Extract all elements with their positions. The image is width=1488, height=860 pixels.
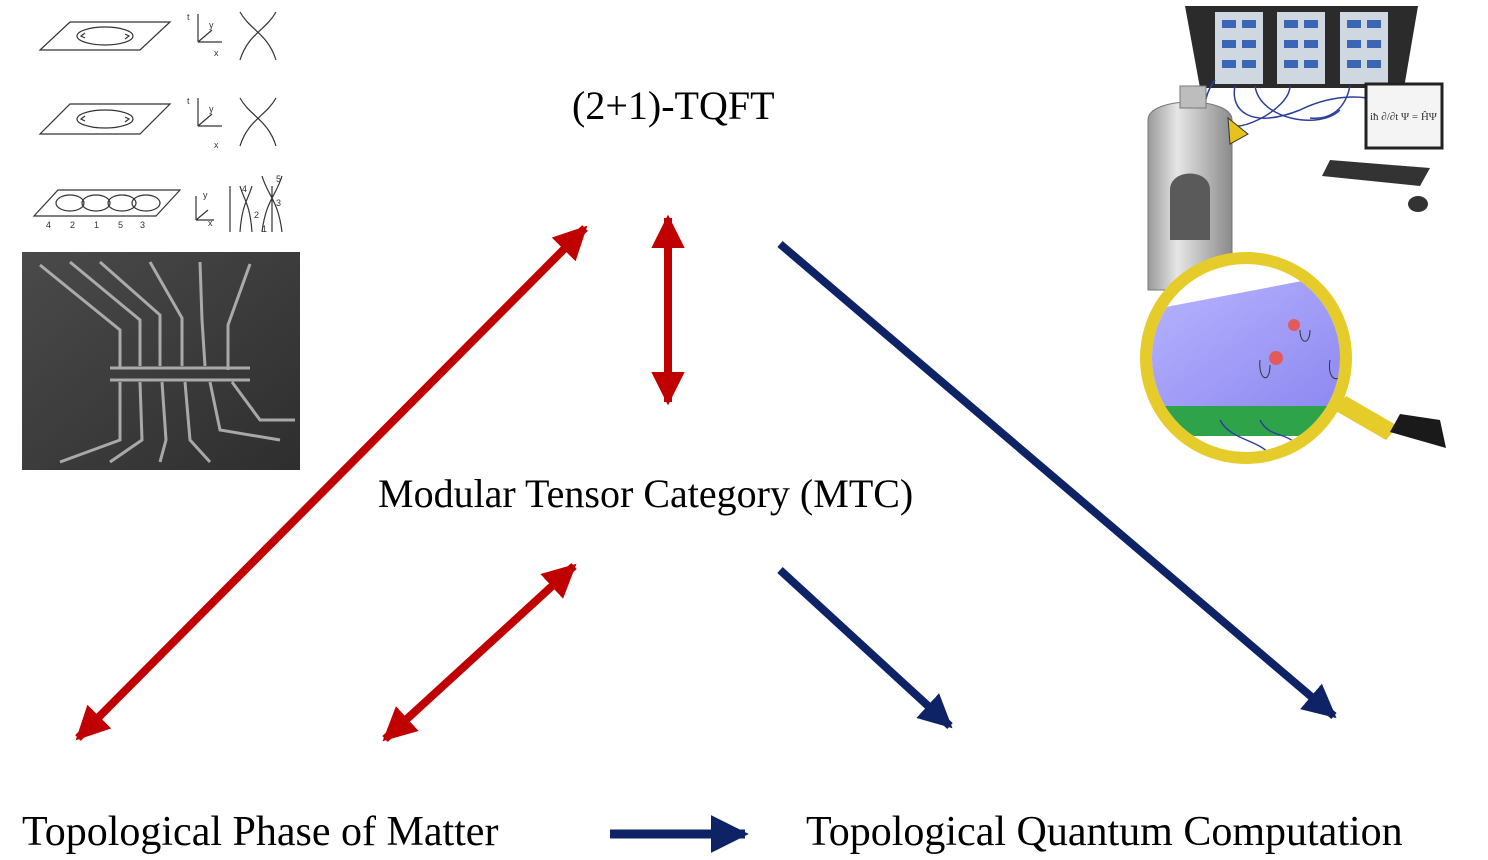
braid-num-s3: 2 (254, 210, 259, 220)
arrow-mtc-computation (777, 567, 953, 729)
arrow-mtc-phase (382, 563, 577, 742)
formula-text: iħ ∂/∂t Ψ = ĤΨ (1370, 111, 1438, 123)
node-phase-label: Topological Phase of Matter (22, 809, 499, 855)
axis-y-2: y (209, 104, 214, 114)
axis-y-3: y (203, 190, 208, 200)
axis-t-2: t (187, 96, 190, 106)
axis-x-3: x (208, 218, 213, 228)
axis-y-1: y (209, 20, 214, 30)
axis-x-2: x (214, 140, 219, 150)
braid-num-b1: 4 (46, 220, 51, 230)
braid-num-b4: 5 (118, 220, 123, 230)
braid-diagrams (32, 11, 283, 233)
braid-num-s2: 5 (276, 174, 281, 184)
braid-num-b3: 1 (94, 220, 99, 230)
braid-num-s4: 3 (276, 198, 281, 208)
arrow-tqft-phase (75, 225, 588, 741)
axis-t-1: t (187, 12, 190, 22)
quantum-computer-illustration: iħ ∂/∂t Ψ = ĤΨ (1140, 6, 1446, 464)
braid-row-3 (32, 175, 283, 233)
node-tqft-label: (2+1)-TQFT (572, 83, 775, 128)
braid-num-b2: 2 (70, 220, 75, 230)
braid-row-2 (38, 97, 277, 147)
node-computation-label: Topological Quantum Computation (806, 809, 1403, 855)
braid-num-s1: 4 (242, 184, 247, 194)
node-mtc-label: Modular Tensor Category (MTC) (378, 471, 914, 516)
arrow-tqft-computation (777, 240, 1337, 720)
braid-num-b5: 3 (140, 220, 145, 230)
braid-num-s5: 1 (262, 224, 267, 234)
braid-labels: t y x t y x y x 4 2 1 5 3 4 5 2 3 1 (46, 12, 281, 234)
braid-row-1 (38, 11, 277, 61)
device-micrograph-image (22, 252, 300, 470)
axis-x-1: x (214, 48, 219, 58)
arrows-group (75, 214, 1337, 853)
